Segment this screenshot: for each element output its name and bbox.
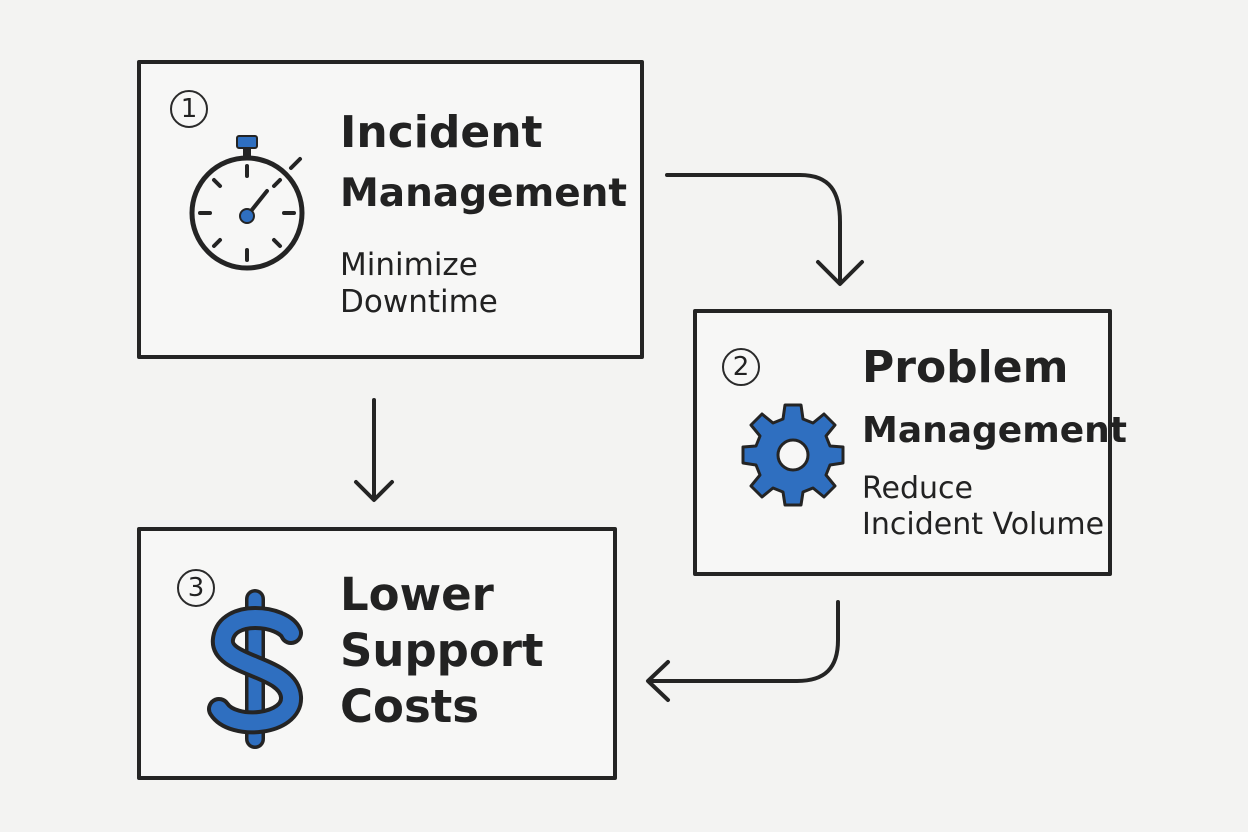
step-number-badge: 1 [170, 90, 208, 128]
step-title: Lower Support Costs [340, 568, 544, 733]
step-subtitle: Minimize Downtime [340, 247, 498, 321]
dollar-sign-icon [207, 589, 303, 749]
step-title: Incident [340, 107, 543, 158]
arrow-step1-to-step2 [665, 173, 842, 282]
stopwatch-icon [189, 135, 305, 271]
step-lower-support-costs: 3 Lower Support Costs [137, 527, 617, 780]
step-title-line2: Management [340, 171, 628, 216]
step-number-badge: 3 [177, 569, 215, 607]
step-number-badge: 2 [722, 348, 760, 386]
arrow-step1-to-step3-head [354, 480, 394, 502]
arrow-step1-to-step2-head [816, 260, 864, 286]
step-problem-management: 2 Problem Management Reduce Incident Vol… [693, 309, 1127, 576]
gear-icon [741, 403, 845, 507]
step-title-line2: Management [862, 410, 1127, 451]
arrow-step2-to-step3-head [646, 660, 670, 702]
arrow-step2-to-step3 [648, 600, 840, 683]
step-subtitle: Reduce Incident Volume [862, 471, 1105, 542]
step-title: Problem [862, 342, 1069, 393]
step-incident-management: 1 Incident Management [137, 60, 644, 359]
